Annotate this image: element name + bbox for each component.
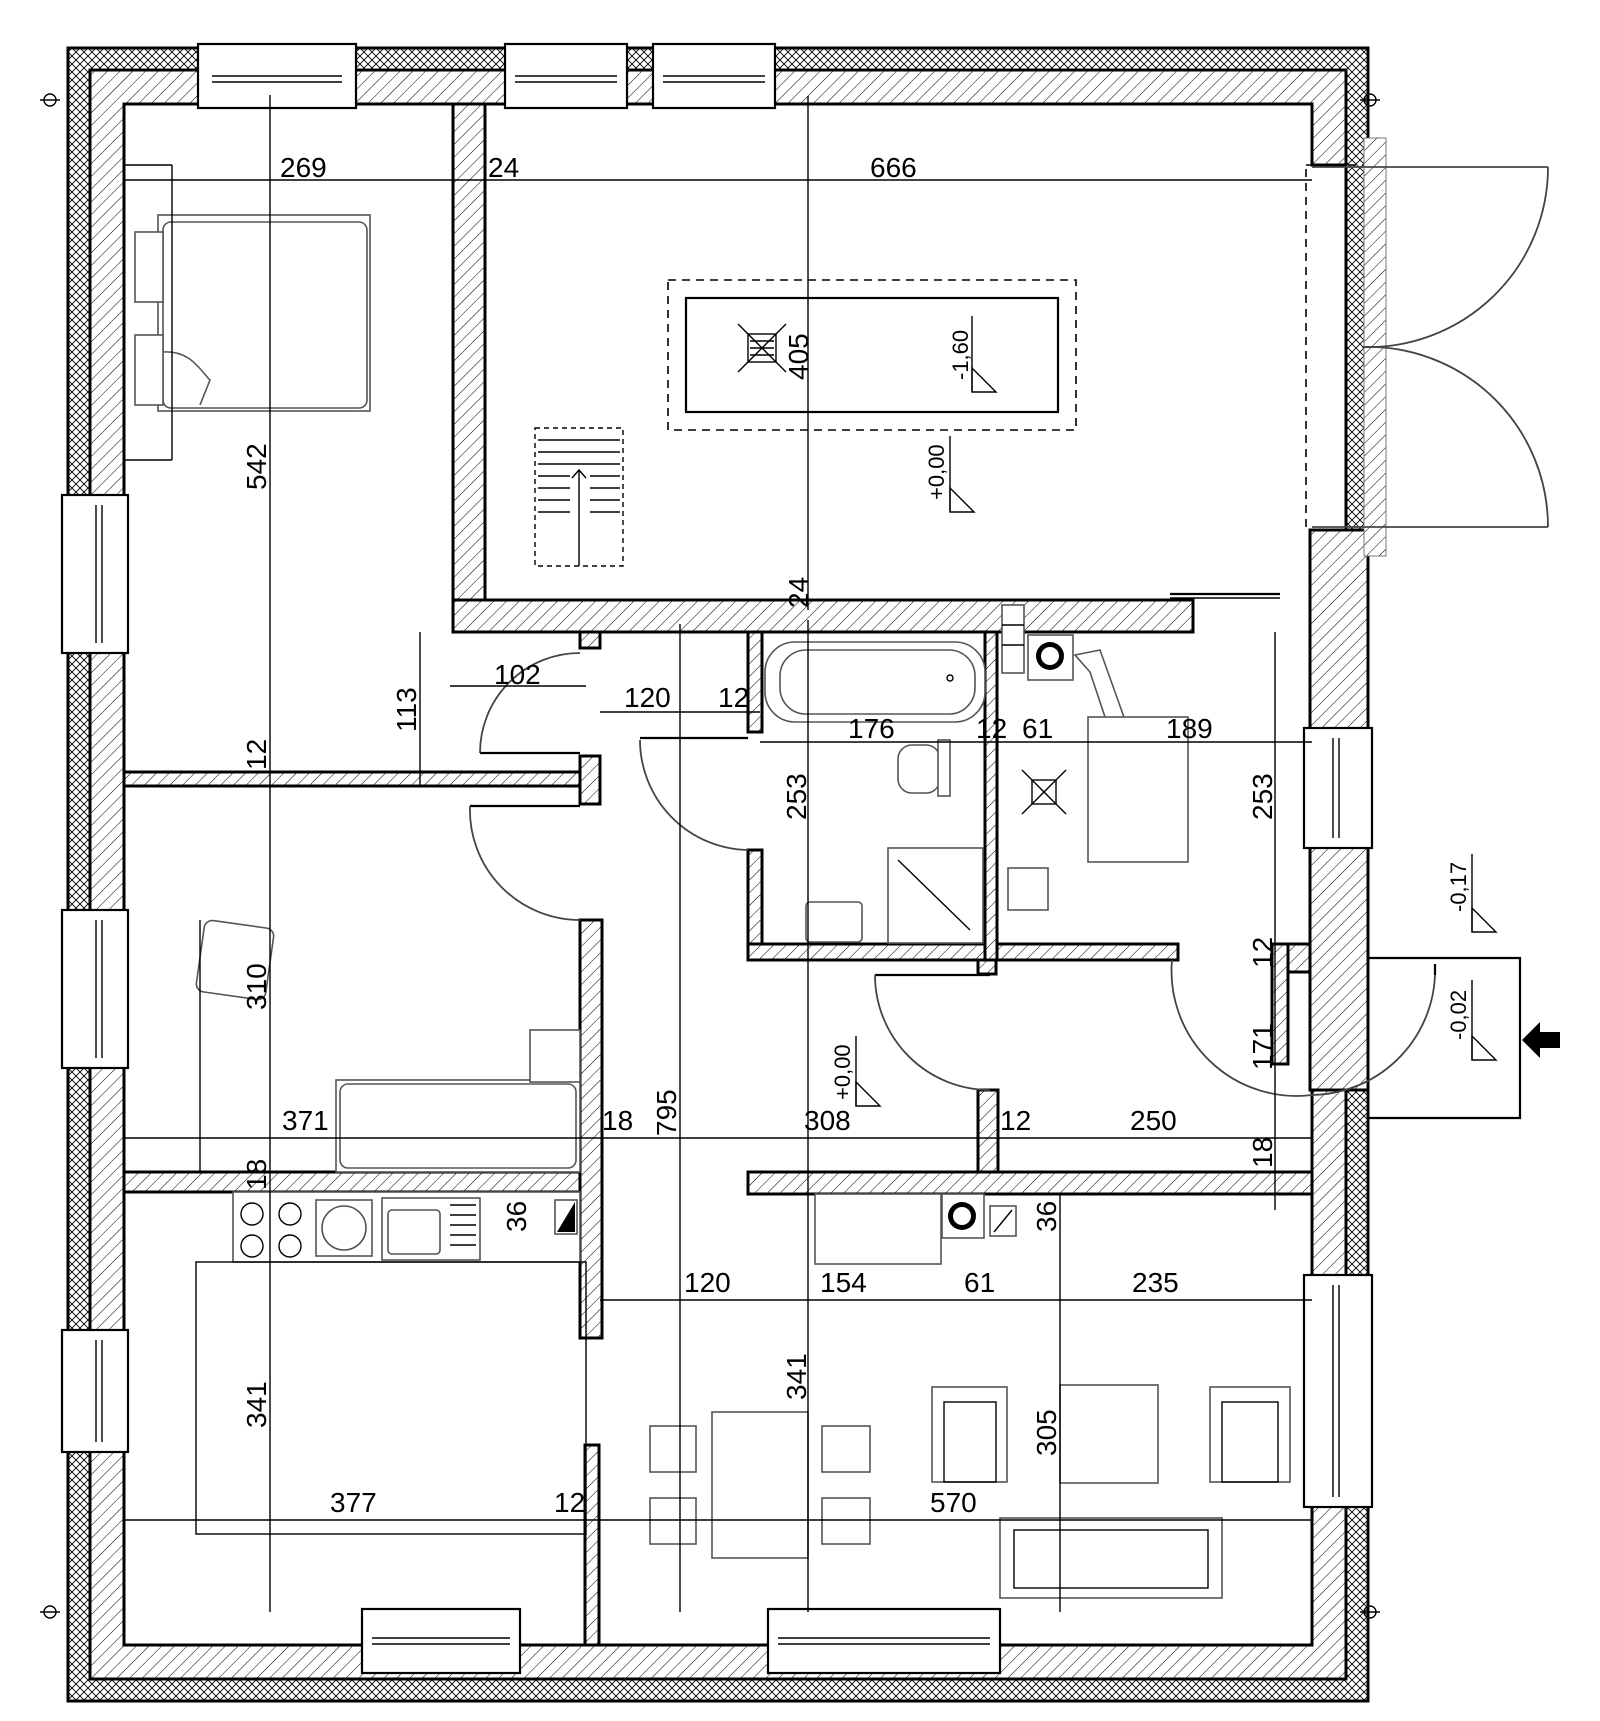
dim-living-top-width: 666 <box>870 152 917 183</box>
dim-wall-hall: 12 <box>1000 1105 1031 1136</box>
dim-wall-entry-2: 18 <box>1247 1137 1278 1168</box>
dim-living-2: 235 <box>1132 1267 1179 1298</box>
windows <box>40 42 1380 1675</box>
dim-living-width: 570 <box>930 1487 977 1518</box>
dimension-labels: 269 24 666 542 405 24 102 113 120 12 176… <box>241 152 1278 1518</box>
entrance-arrow-icon <box>1522 1022 1560 1058</box>
dim-corridor-2: 120 <box>684 1267 731 1298</box>
dim-corridor-1: 120 <box>624 682 671 713</box>
svg-text:-0,02: -0,02 <box>1446 990 1471 1040</box>
dim-kitchen-depth: 341 <box>241 1381 272 1428</box>
garage-door <box>1305 137 1549 557</box>
window-left-3 <box>60 1328 130 1454</box>
ladder-hatch <box>534 427 624 567</box>
window-right-1 <box>1302 726 1374 850</box>
window-top-2 <box>503 42 629 110</box>
toilet <box>897 744 941 794</box>
dim-pit-length: 405 <box>783 333 814 380</box>
svg-text:+0,00: +0,00 <box>830 1044 855 1100</box>
bedroom-furniture <box>124 164 371 461</box>
dim-total-depth: 795 <box>651 1089 682 1136</box>
dim-counter-2: 36 <box>1031 1201 1062 1232</box>
dim-wall-bedroom-2: 12 <box>241 739 272 770</box>
dim-wall-mid-1: 24 <box>783 577 814 608</box>
window-bottom-2 <box>766 1607 1002 1675</box>
window-left-1 <box>60 493 130 655</box>
dim-bedroom-depth: 542 <box>241 443 272 490</box>
dim-wall-bath-1: 12 <box>718 682 749 713</box>
dim-wall-kitchen: 18 <box>241 1159 272 1190</box>
garage-pit <box>534 279 1077 567</box>
svg-text:-1,60: -1,60 <box>948 330 973 380</box>
boiler-2-icon <box>941 1193 1017 1239</box>
window-bottom-1 <box>360 1607 522 1675</box>
dining-table <box>711 1411 809 1559</box>
living-furniture <box>649 1193 1291 1599</box>
level-entry: -0,02 <box>1446 980 1498 1061</box>
dim-entry-width: 250 <box>1130 1105 1177 1136</box>
dim-wall-entry: 12 <box>1247 937 1278 968</box>
dim-wall-top-1: 24 <box>488 152 519 183</box>
window-right-2 <box>1302 1273 1374 1509</box>
level-garage: +0,00 <box>924 436 976 513</box>
window-top-3 <box>651 42 777 110</box>
corner-marks <box>40 93 1380 1619</box>
window-top-1 <box>196 42 358 110</box>
room2-furniture <box>195 919 581 1173</box>
level-markers: -1,60 +0,00 +0,00 -0,17 -0,02 <box>830 316 1498 1107</box>
drain-utility-icon <box>1021 769 1067 815</box>
dim-bedroom-width: 269 <box>280 152 327 183</box>
dim-wc-gap: 61 <box>1022 713 1053 744</box>
dim-wall-room2: 18 <box>602 1105 633 1136</box>
dim-room2-depth: 310 <box>241 963 272 1010</box>
window-left-2 <box>60 908 130 1070</box>
boiler-icon <box>1027 634 1074 681</box>
dim-living-depth-2: 305 <box>1031 1409 1062 1456</box>
interior-walls <box>122 102 1314 1647</box>
dim-counter-1: 36 <box>501 1201 532 1232</box>
level-terrace: -0,17 <box>1446 854 1498 933</box>
kitchen-furniture <box>195 1191 587 1535</box>
level-hall: +0,00 <box>830 1036 882 1107</box>
drain-icon <box>737 323 787 373</box>
utility-furniture <box>1001 604 1189 911</box>
dim-wall-bath-2: 12 <box>976 713 1007 744</box>
level-pit: -1,60 <box>948 316 998 393</box>
dim-utility-width: 189 <box>1166 713 1213 744</box>
sofa <box>999 1517 1223 1599</box>
dim-kitchen-width: 377 <box>330 1487 377 1518</box>
dim-hall-depth: 113 <box>391 687 422 732</box>
dim-entry-depth: 171 <box>1247 1023 1278 1070</box>
dim-wall-kitchen-2: 12 <box>554 1487 585 1518</box>
dim-room2-width: 371 <box>282 1105 329 1136</box>
dim-gap-2: 61 <box>964 1267 995 1298</box>
dim-hall-door: 102 <box>494 659 541 690</box>
dim-utility-2: 154 <box>820 1267 867 1298</box>
dim-hall-width: 308 <box>804 1105 851 1136</box>
sink-utility <box>1007 867 1049 911</box>
bathroom-furniture <box>764 641 986 944</box>
doors <box>469 652 1560 1120</box>
svg-text:+0,00: +0,00 <box>924 444 949 500</box>
sink-bath <box>805 901 863 943</box>
hob-icon <box>240 1202 302 1258</box>
svg-text:-0,17: -0,17 <box>1446 862 1471 912</box>
dim-bath-depth-2: 253 <box>1247 773 1278 820</box>
dim-bath-depth-1: 253 <box>781 773 812 820</box>
dimension-lines <box>124 95 1312 1612</box>
coffee-table <box>1059 1384 1159 1484</box>
dim-bath-width: 176 <box>848 713 895 744</box>
dim-living-depth-1: 341 <box>781 1353 812 1400</box>
